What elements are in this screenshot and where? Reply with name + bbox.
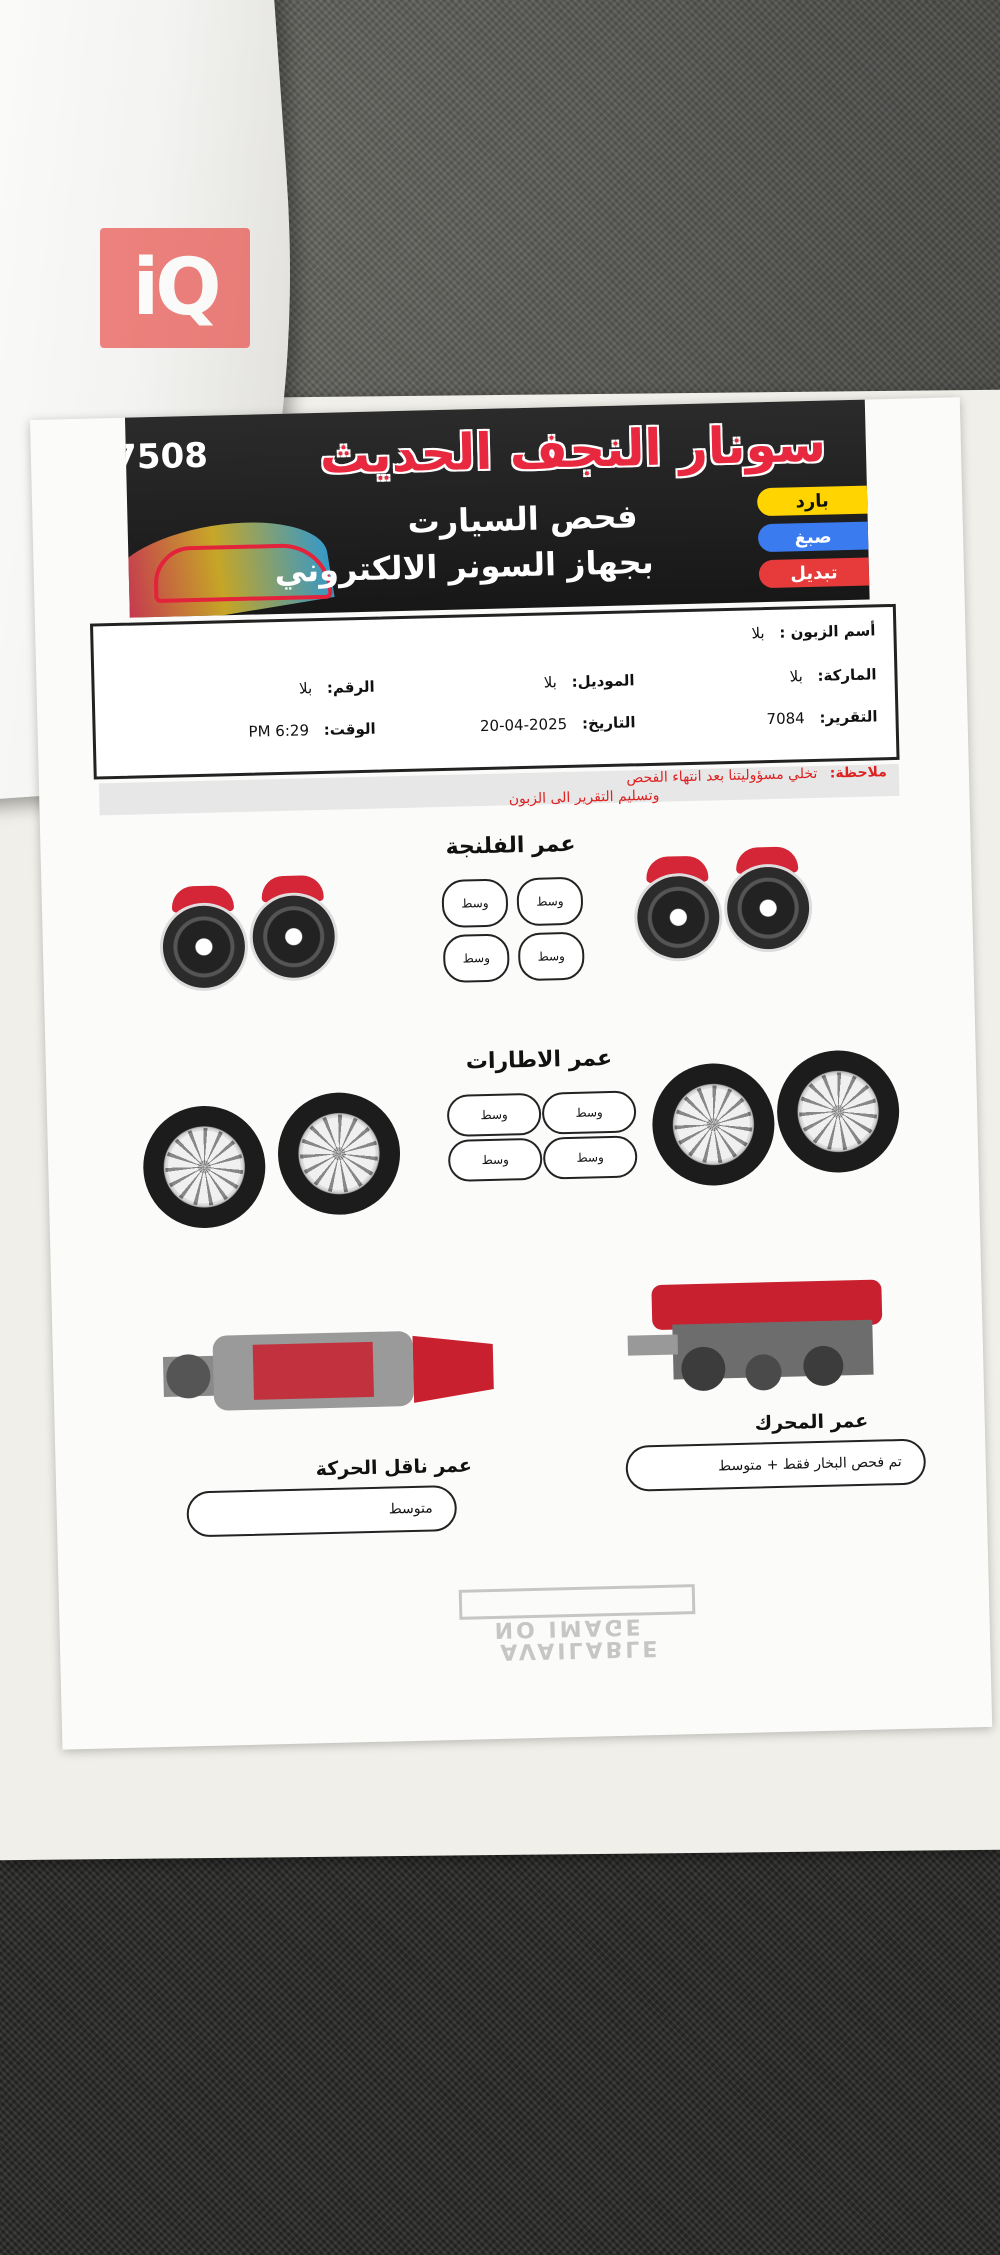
model-value: بلا bbox=[543, 673, 558, 692]
tire-value-4: وسط bbox=[542, 1135, 638, 1180]
time-value: 6:29 PM bbox=[248, 721, 310, 741]
customer-info-box: أسم الزبون : بلا الماركة: بلا الموديل: ب… bbox=[89, 603, 900, 780]
tire-value-3: وسط bbox=[447, 1137, 543, 1182]
number-label: الرقم: bbox=[326, 677, 375, 697]
legend-tag-paint: صبغ bbox=[757, 521, 869, 553]
banner-line-2: بجهاز السونر الالكتروني bbox=[274, 542, 655, 591]
phone-number: 647508 bbox=[124, 435, 209, 480]
shop-title: سونار النجف الحديث bbox=[319, 414, 827, 485]
tire-icon bbox=[141, 1104, 267, 1230]
brake-value-3: وسط bbox=[442, 933, 510, 984]
date-label: التاريخ: bbox=[581, 713, 636, 733]
report-banner: 647508 سونار النجف الحديث فحص السيارت بج… bbox=[124, 399, 870, 618]
customer-value: بلا bbox=[751, 624, 765, 643]
tire-value-1: وسط bbox=[446, 1092, 542, 1138]
brake-value-2: وسط bbox=[516, 876, 584, 927]
engine-title: عمر المحرك bbox=[754, 1409, 869, 1435]
tires-title: عمر الاطارات bbox=[465, 1045, 613, 1075]
tire-icon bbox=[775, 1048, 901, 1174]
note-label: ملاحظة: bbox=[829, 764, 888, 782]
iq-watermark-logo: iQ bbox=[100, 228, 250, 348]
tire-icon bbox=[276, 1091, 402, 1217]
brake-disc-icon bbox=[161, 904, 246, 989]
date-value: 2025-04-20 bbox=[479, 714, 568, 736]
note-line-1: تخلي مسؤوليتنا بعد انتهاء الفحص bbox=[626, 765, 818, 787]
placeholder-line-2: AVAILABLE bbox=[499, 1634, 661, 1664]
banner-line-1: فحص السيارت bbox=[407, 497, 638, 541]
engine-value: تم فحص البخار فقط + متوسط bbox=[625, 1438, 927, 1492]
brake-disc-icon bbox=[251, 894, 336, 979]
brakes-title: عمر الفلنجة bbox=[445, 831, 576, 860]
model-label: الموديل: bbox=[571, 671, 635, 691]
report-value: 7084 bbox=[766, 709, 805, 729]
brand-value: بلا bbox=[789, 667, 804, 686]
transmission-icon bbox=[162, 1331, 494, 1411]
transmission-value: متوسط bbox=[186, 1484, 458, 1538]
brake-disc-icon bbox=[636, 875, 721, 960]
brake-disc-icon bbox=[726, 866, 811, 951]
time-label: الوقت: bbox=[323, 719, 376, 739]
brake-value-4: وسط bbox=[517, 931, 585, 982]
tire-icon bbox=[650, 1062, 776, 1187]
inspection-report: 647508 سونار النجف الحديث فحص السيارت بج… bbox=[30, 397, 993, 1750]
brake-value-1: وسط bbox=[441, 878, 509, 929]
legend-tag-cold: بارد bbox=[756, 485, 868, 517]
transmission-title: عمر ناقل الحركة bbox=[315, 1454, 473, 1481]
number-value: بلا bbox=[298, 679, 313, 698]
carpet-foreground bbox=[0, 1850, 1000, 2255]
no-image-placeholder: NO IMAGE AVAILABLE bbox=[439, 1584, 711, 1664]
tire-value-2: وسط bbox=[541, 1090, 637, 1135]
brand-label: الماركة: bbox=[817, 665, 877, 685]
engine-icon bbox=[627, 1279, 883, 1391]
report-label: التقرير: bbox=[819, 707, 878, 727]
legend-tag-replace: تبديل bbox=[758, 557, 870, 589]
note-line-2: وتسليم التقرير الى الزبون bbox=[508, 787, 660, 808]
customer-label: أسم الزبون : bbox=[779, 621, 876, 642]
